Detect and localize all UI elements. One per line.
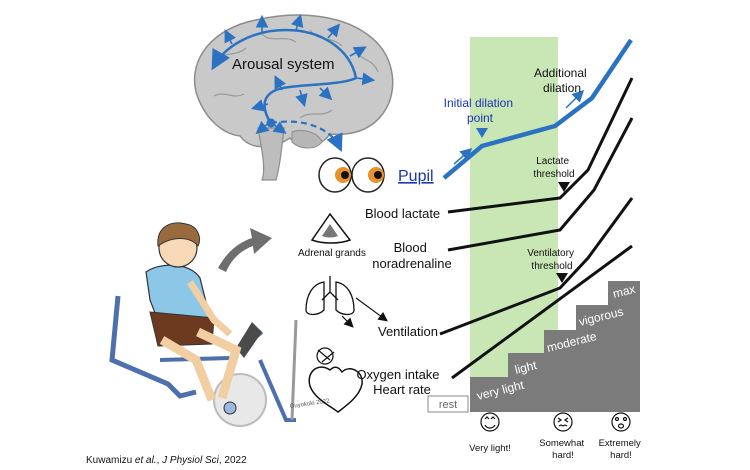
svg-text:Ouyokoki 2022: Ouyokoki 2022 [289, 398, 330, 410]
lactate-line [447, 77, 634, 214]
heart-icon [308, 366, 363, 413]
lungs-icon [305, 276, 355, 316]
lung-arrow-1 [355, 297, 388, 322]
brain-illustration: Arousal system [193, 13, 394, 181]
face-somewhat-hard-icon [553, 412, 573, 432]
lactate-threshold-marker [558, 182, 570, 192]
rpe-somewhat-hard-label: Somewhat hard! [539, 438, 587, 461]
ventilation-line [439, 197, 634, 336]
intensity-steps [427, 281, 640, 413]
oxygen-intake-label: Oxygen intake [356, 367, 439, 382]
heart-rate-label: Heart rate [373, 382, 431, 397]
face-extremely-hard-icon [611, 412, 631, 432]
initial-dilation-marker [476, 128, 488, 138]
ventilation-label: Ventilation [378, 324, 438, 339]
arousal-system-label: Arousal system [232, 56, 335, 73]
step-label-max: max [611, 282, 636, 301]
lungs-small-icon [316, 347, 335, 365]
adrenal-label: Adrenal grands [298, 248, 366, 259]
pupil-label: Pupil [398, 168, 434, 185]
additional-dilation-label: Additional dilation [534, 66, 590, 95]
oxygen-heart-line [451, 244, 633, 380]
face-very-light-icon [480, 412, 500, 432]
blood-lactate-label: Blood lactate [365, 206, 440, 221]
adrenal-icon [310, 212, 352, 244]
physio-lines [439, 77, 634, 380]
initial-dilation-arrow [453, 148, 473, 165]
citation: Kuwamizu et al., J Physiol Sci, 2022 [86, 455, 247, 466]
gray-arrow-icon [218, 228, 272, 272]
lactate-threshold-label: Lactate threshold [533, 156, 574, 180]
dilation-band [470, 37, 558, 394]
noradrenaline-line [447, 117, 634, 252]
blood-noradrenaline-label: Blood noradrenaline [372, 240, 452, 271]
step-rest [427, 395, 469, 413]
cyclist-illustration: Ouyokoki 2022 [109, 222, 331, 427]
eyes-icon [318, 157, 385, 193]
lung-arrow-2 [341, 315, 354, 328]
rpe-extremely-hard-label: Extremely hard! [599, 438, 644, 461]
rpe-very-light-label: Very light! [469, 443, 511, 454]
ventilatory-threshold-marker [556, 273, 568, 283]
ventilatory-threshold-label: Ventilatory threshold [527, 248, 576, 272]
initial-dilation-label: Initial dilation point [444, 96, 517, 125]
additional-dilation-arrow [565, 89, 585, 109]
step-label-rest: rest [439, 399, 457, 411]
step-label-light: light [513, 358, 538, 377]
